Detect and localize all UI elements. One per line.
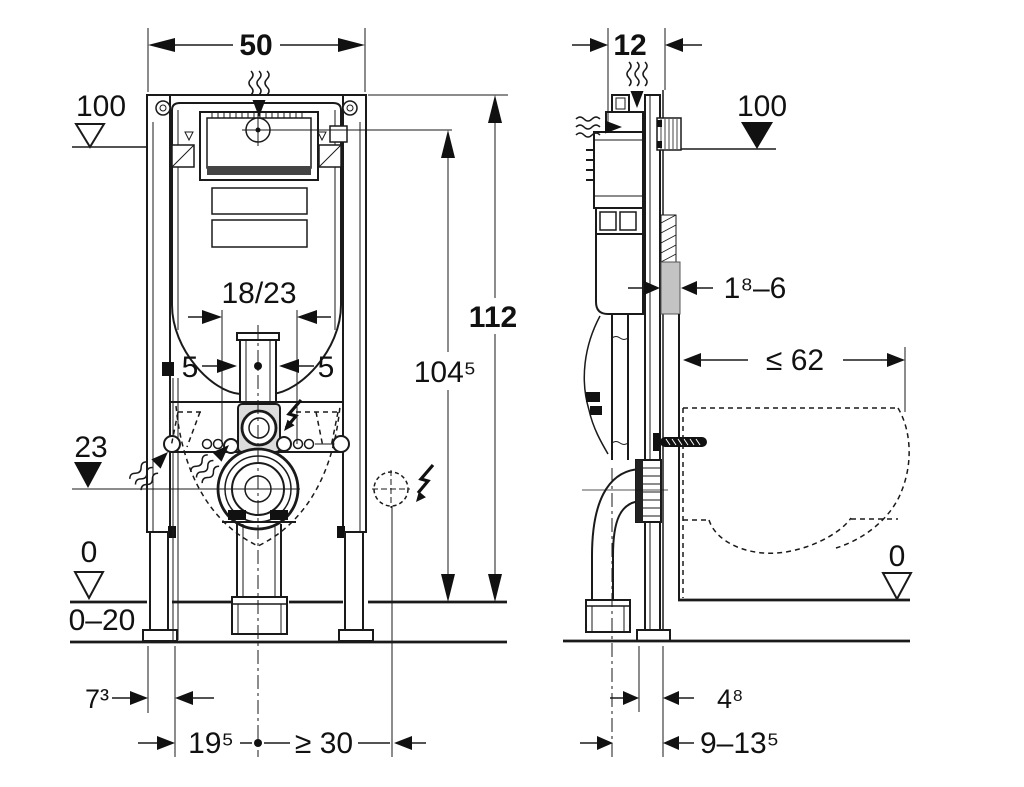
filled-triangle-datum-icon (741, 122, 773, 149)
dim-foot-to-wall-label: 4⁸ (717, 684, 743, 714)
dim-axis-to-wall: 9–13⁵ (580, 727, 779, 760)
dim-outlet-height-label: 23 (74, 431, 107, 464)
frame-foot (636, 629, 671, 642)
dim-datum-100-side: 100 (681, 90, 787, 150)
window-ticks (211, 112, 303, 118)
front-view: 50 100 112 104⁵ 18/23 (69, 28, 517, 760)
dim-floor-datum-side-label: 0 (889, 540, 906, 573)
dim-edge-to-supply-label: 7³ (85, 684, 109, 714)
filled-triangle-datum-icon (74, 462, 102, 488)
dim-actuation-height: 104⁵ (272, 129, 477, 602)
dim-axis-clearance-label: ≥ 30 (295, 727, 353, 760)
dim-pan-depth-max: ≤ 62 (683, 344, 906, 412)
frame-leg (149, 531, 169, 631)
dim-supply-to-axis-label: 19⁵ (188, 727, 234, 760)
dim-datum-100-label: 100 (76, 90, 126, 123)
wall-anchor-hatched (660, 214, 677, 263)
dim-frame-depth: 12 (572, 28, 702, 122)
frame-upright (644, 94, 661, 631)
concealed-cistern (171, 102, 348, 395)
fixing-points (163, 435, 350, 454)
open-triangle-datum-icon (74, 123, 106, 149)
frame-foot (338, 629, 374, 642)
dim-offsets-5: 5 5 (182, 351, 335, 384)
dim-axis-to-wall-label: 9–13⁵ (700, 727, 779, 760)
dim-floor-datum-side: 0 (881, 540, 913, 602)
frame-leg (344, 531, 364, 631)
pan-fixing-rod (653, 433, 707, 451)
pan-connector-and-elbow (582, 459, 668, 757)
dim-datum-100: 100 (72, 90, 147, 149)
dim-floor-datum-label: 0 (81, 536, 98, 569)
corner-screw-icon (155, 100, 171, 116)
outlet-bend-socket (231, 596, 288, 635)
dim-datum-100-side-label: 100 (737, 90, 787, 123)
frame-foot (142, 629, 178, 642)
dim-axis-clearance: ≥ 30 (264, 727, 426, 760)
cistern-label-plate (211, 219, 308, 248)
dim-supply-to-axis: 19⁵ (138, 727, 262, 760)
dim-outlet-height: 23 (72, 431, 300, 490)
flush-pipe-side (583, 314, 629, 460)
wc-pan-outline-dashed (170, 405, 341, 547)
wall-fixing-plate (656, 117, 682, 151)
open-triangle-datum-icon (73, 571, 105, 601)
dim-floor-buildup-label: 0–20 (69, 604, 136, 637)
dim-frame-width: 50 (147, 28, 366, 92)
dim-offset-right-label: 5 (318, 351, 335, 384)
crosshair-target-icon (242, 114, 274, 146)
floor-lines-side (563, 598, 910, 643)
mounting-frame (142, 94, 374, 642)
dim-frame-width-label: 50 (239, 29, 272, 62)
cistern-label-plate (211, 187, 308, 215)
dim-total-height-label: 112 (469, 301, 517, 334)
dim-fixing-spacing: 18/23 (188, 277, 331, 444)
dim-floor-datum: 0 0–20 (69, 536, 136, 637)
wc-pan-side-outline-dashed (682, 407, 910, 598)
dim-actuation-height-label: 104⁵ (414, 356, 477, 389)
electrical-connection (284, 398, 435, 757)
lightning-bolt-icon (284, 398, 303, 430)
dim-edge-to-supply: 7³ (85, 646, 214, 757)
dim-cladding-thickness-label: 1⁸–6 (724, 272, 787, 305)
dim-foot-to-wall: 4⁸ (610, 646, 743, 757)
dim-cladding-thickness: 1⁸–6 (628, 272, 786, 305)
dim-frame-depth-label: 12 (613, 29, 646, 62)
open-triangle-datum-icon (881, 572, 913, 602)
dim-offset-left-label: 5 (182, 351, 199, 384)
corner-screw-icon (342, 100, 358, 116)
water-supply-pipe (162, 362, 179, 640)
side-view: 12 100 1⁸–6 ≤ 62 0 (563, 28, 913, 760)
cistern-side-profile (586, 111, 644, 315)
floor-lines (70, 600, 507, 644)
finished-wall-cladding (660, 261, 681, 315)
dim-total-height: 112 (368, 94, 517, 602)
dim-fixing-spacing-label: 18/23 (221, 277, 296, 310)
dim-pan-depth-max-label: ≤ 62 (766, 344, 824, 377)
lightning-bolt-icon (416, 463, 435, 495)
